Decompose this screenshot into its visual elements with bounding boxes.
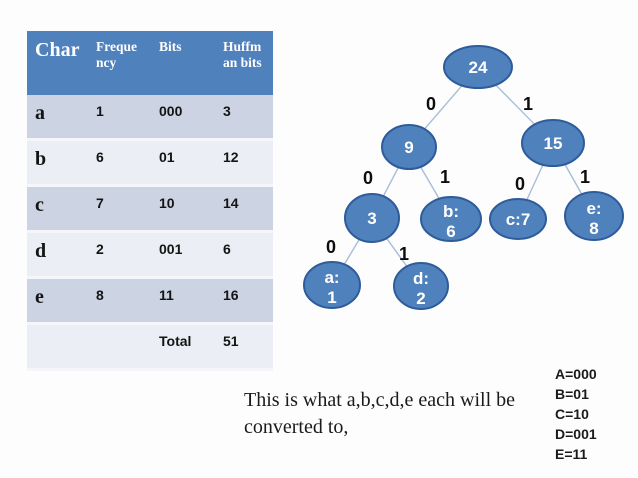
cell-char: c bbox=[35, 194, 44, 216]
tree-node bbox=[344, 193, 400, 243]
cell-char: a bbox=[35, 102, 45, 124]
tree-node-label: a:1 bbox=[324, 268, 339, 307]
table-row: d 2 001 6 bbox=[27, 233, 273, 279]
column-header-frequency: Freque ncy bbox=[96, 39, 137, 70]
cell-frequency: 2 bbox=[96, 241, 104, 257]
tree-node-label: 9 bbox=[404, 138, 413, 157]
cell-bits: 001 bbox=[159, 241, 183, 257]
tree-edge bbox=[382, 166, 400, 197]
edge-bit-label: 0 bbox=[363, 168, 373, 188]
tree-node-label: b:6 bbox=[443, 202, 459, 241]
edge-bit-label: 1 bbox=[523, 94, 533, 114]
tree-node-label: e:8 bbox=[586, 199, 601, 238]
edge-bit-label: 1 bbox=[399, 244, 409, 264]
tree-edge bbox=[343, 238, 360, 265]
table-row: e 8 11 16 bbox=[27, 279, 273, 325]
tree-node bbox=[393, 262, 449, 310]
cell-huffman-bits: 6 bbox=[223, 241, 231, 257]
cell-bits: 10 bbox=[159, 195, 175, 211]
tree-edge bbox=[495, 84, 536, 125]
table-header-row: Char Freque ncy Bits Huffm an bits bbox=[27, 31, 273, 95]
edge-bit-label: 0 bbox=[426, 94, 436, 114]
legend-item: E=11 bbox=[555, 446, 588, 462]
tree-node-label: d:2 bbox=[413, 269, 429, 308]
tree-node bbox=[521, 119, 585, 167]
table-row: c 7 10 14 bbox=[27, 187, 273, 233]
edge-bit-label: 1 bbox=[580, 167, 590, 187]
table-row: a 1 000 3 bbox=[27, 95, 273, 141]
cell-bits: 01 bbox=[159, 149, 175, 165]
cell-huffman-bits: 14 bbox=[223, 195, 239, 211]
table-row: b 6 01 12 bbox=[27, 141, 273, 187]
table-row: Total 51 bbox=[27, 325, 273, 371]
cell-huffman-bits: 51 bbox=[223, 333, 239, 349]
column-header-bits: Bits bbox=[159, 39, 182, 54]
cell-huffman-bits: 16 bbox=[223, 287, 239, 303]
column-header-char: Char bbox=[35, 39, 80, 61]
cell-bits: 000 bbox=[159, 103, 183, 119]
tree-node-label: 24 bbox=[469, 58, 488, 77]
tree-edge bbox=[385, 237, 408, 267]
legend-item: D=001 bbox=[555, 426, 597, 442]
cell-frequency: 6 bbox=[96, 149, 104, 165]
tree-node bbox=[564, 191, 624, 241]
tree-node-label: 3 bbox=[367, 209, 376, 228]
tree-edge bbox=[564, 163, 583, 195]
cell-huffman-bits: 3 bbox=[223, 103, 231, 119]
cell-frequency: 1 bbox=[96, 103, 104, 119]
cell-huffman-bits: 12 bbox=[223, 149, 239, 165]
tree-node bbox=[381, 124, 437, 170]
cell-char: e bbox=[35, 286, 44, 308]
edge-bit-label: 0 bbox=[515, 174, 525, 194]
cell-frequency: 8 bbox=[96, 287, 104, 303]
column-header-huffman-bits: Huffm an bits bbox=[223, 39, 262, 70]
cell-frequency: 7 bbox=[96, 195, 104, 211]
legend-item: A=000 bbox=[555, 366, 597, 382]
tree-edge bbox=[423, 85, 463, 130]
tree-node bbox=[420, 196, 482, 242]
legend-item: B=01 bbox=[555, 386, 589, 402]
edge-bit-label: 1 bbox=[440, 167, 450, 187]
legend-item: C=10 bbox=[555, 406, 589, 422]
tree-edge bbox=[419, 166, 440, 200]
tree-edge bbox=[526, 164, 544, 201]
cell-char: b bbox=[35, 148, 47, 170]
tree-node-label: 15 bbox=[544, 134, 563, 153]
cell-bits: 11 bbox=[159, 287, 174, 303]
cell-bits: Total bbox=[159, 333, 192, 349]
edge-bit-label: 0 bbox=[326, 237, 336, 257]
tree-node bbox=[303, 261, 361, 309]
tree-node bbox=[489, 198, 547, 240]
tree-node-label: c:7 bbox=[506, 210, 531, 229]
caption-text: This is what a,b,c,d,e each will be conv… bbox=[244, 389, 516, 438]
tree-node bbox=[443, 45, 513, 89]
cell-char: d bbox=[35, 240, 47, 262]
